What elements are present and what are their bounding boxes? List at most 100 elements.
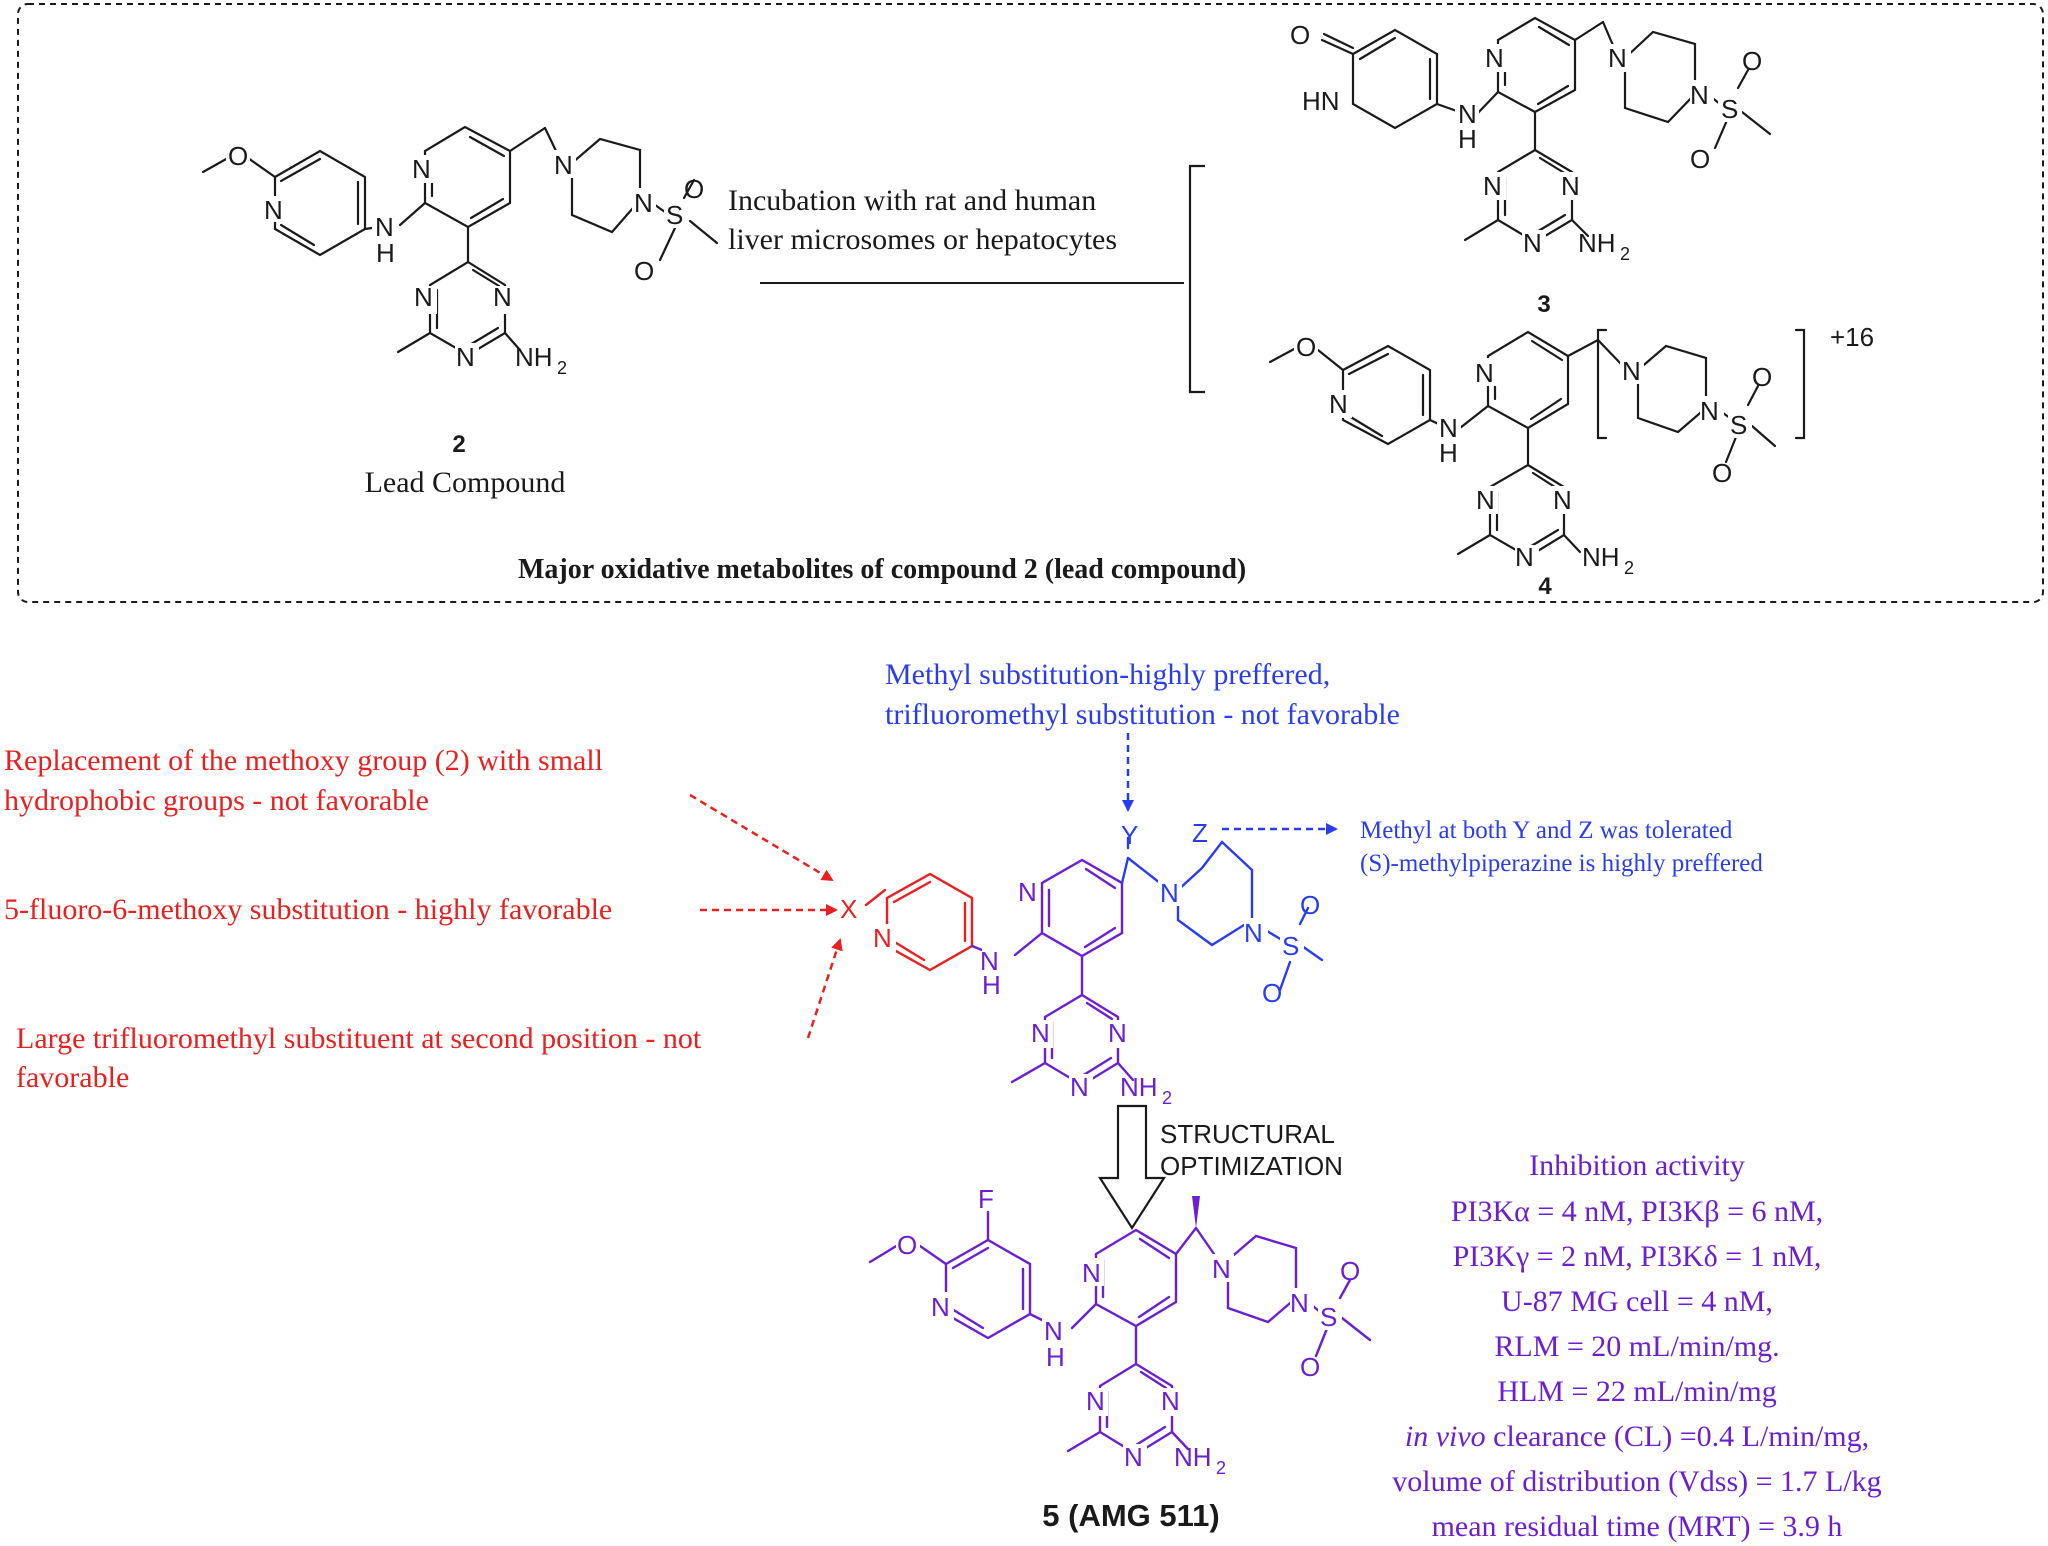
atom-O: O bbox=[1742, 46, 1762, 76]
atom-O: O bbox=[1300, 1352, 1320, 1382]
activity-line6-italic: in vivo bbox=[1405, 1420, 1486, 1453]
atom-S: S bbox=[1282, 931, 1299, 961]
atom-N: N bbox=[412, 154, 431, 184]
optimization-line1: STRUCTURAL bbox=[1160, 1119, 1335, 1149]
atom-NH2: NH bbox=[1582, 542, 1620, 572]
atom-O: O bbox=[634, 256, 654, 286]
box-caption: Major oxidative metabolites of compound … bbox=[518, 554, 1246, 585]
atom-S: S bbox=[1730, 410, 1747, 440]
product-bracket bbox=[1188, 164, 1205, 394]
atom-Z: Z bbox=[1192, 818, 1208, 848]
optimization-line2: OPTIMIZATION bbox=[1160, 1151, 1343, 1181]
atom-N: N bbox=[493, 282, 512, 312]
atom-N: N bbox=[1031, 1018, 1050, 1048]
atom-NH2: NH bbox=[1578, 228, 1616, 258]
activity-line6-rest: clearance (CL) =0.4 L/min/mg, bbox=[1486, 1420, 1869, 1453]
atom-N: N bbox=[554, 150, 573, 180]
lead-compound-structure bbox=[201, 125, 719, 357]
atom-N: N bbox=[1700, 396, 1719, 426]
atom-O: O bbox=[684, 174, 704, 204]
atom-N: N bbox=[1124, 1442, 1143, 1472]
atom-N: N bbox=[1108, 1018, 1127, 1048]
sar-scaffold-atoms: X N N H N Y Z N N S O O N N N NH 2 bbox=[838, 818, 1320, 1108]
amg511-atoms: F O N N H N N N S O O N N N NH 2 bbox=[896, 1184, 1360, 1478]
atom-N: N bbox=[1458, 99, 1477, 129]
metabolite-3-number: 3 bbox=[1537, 291, 1550, 318]
sar-blue-right-line1: Methyl at both Y and Z was tolerated bbox=[1360, 817, 1733, 844]
atom-O: O bbox=[1296, 332, 1316, 362]
amg511-structure bbox=[868, 1210, 1372, 1456]
atom-N: N bbox=[1476, 485, 1495, 515]
atom-N: N bbox=[1690, 80, 1709, 110]
atom-H: H bbox=[1458, 124, 1477, 154]
condition-text-line1: Incubation with rat and human bbox=[728, 184, 1096, 217]
metabolite-4-number: 4 bbox=[1538, 573, 1552, 600]
activity-line7: volume of distribution (Vdss) = 1.7 L/kg bbox=[1392, 1465, 1881, 1498]
atom-N: N bbox=[1483, 171, 1502, 201]
sar-red2: 5-fluoro-6-methoxy substitution - highly… bbox=[4, 893, 612, 926]
sar-blue-top-line2: trifluoromethyl substitution - not favor… bbox=[885, 698, 1400, 731]
atom-N: N bbox=[375, 212, 394, 242]
sar-scaffold-pyridine-red bbox=[864, 872, 974, 972]
atom-N: N bbox=[1160, 878, 1179, 908]
atom-S: S bbox=[1721, 94, 1738, 124]
activity-line1: PI3Kα = 4 nM, PI3Kβ = 6 nM, bbox=[1451, 1195, 1823, 1228]
atom-N: N bbox=[1485, 43, 1504, 73]
activity-block: Inhibition activity PI3Kα = 4 nM, PI3Kβ … bbox=[1392, 1149, 1881, 1543]
lead-compound-number: 2 bbox=[452, 431, 465, 458]
atom-N: N bbox=[264, 195, 283, 225]
atom-N: N bbox=[1244, 918, 1263, 948]
plus16-label: +16 bbox=[1830, 322, 1874, 352]
sar-scaffold-blue-part bbox=[1120, 836, 1324, 992]
atom-N: N bbox=[414, 282, 433, 312]
metabolite-4-atoms: O N N H N N N S O O N N N NH 2 bbox=[1294, 332, 1772, 578]
activity-line2: PI3Kγ = 2 nM, PI3Kδ = 1 nM, bbox=[1453, 1240, 1822, 1273]
activity-line5: HLM = 22 mL/min/mg bbox=[1497, 1375, 1776, 1408]
sar-red1-line1: Replacement of the methoxy group (2) wit… bbox=[4, 744, 603, 777]
atom-N: N bbox=[1018, 877, 1037, 907]
metabolite-3-structure bbox=[1320, 16, 1772, 244]
atom-O: O bbox=[1290, 20, 1310, 50]
sar-blue-top-line1: Methyl substitution-highly preffered, bbox=[885, 658, 1330, 691]
sar-red3-line2: favorable bbox=[16, 1061, 129, 1094]
atom-sub2: 2 bbox=[1162, 1088, 1172, 1108]
atom-NH2: NH bbox=[1120, 1072, 1158, 1102]
atom-N: N bbox=[456, 342, 475, 372]
activity-line6: in vivo clearance (CL) =0.4 L/min/mg, bbox=[1405, 1420, 1869, 1453]
atom-N: N bbox=[1622, 356, 1641, 386]
atom-N: N bbox=[980, 946, 999, 976]
metabolite-4-structure bbox=[1268, 328, 1806, 559]
atom-N: N bbox=[1608, 43, 1627, 73]
atom-N: N bbox=[1086, 1386, 1105, 1416]
atom-N: N bbox=[1070, 1072, 1089, 1102]
atom-N: N bbox=[634, 188, 653, 218]
atom-F: F bbox=[978, 1184, 994, 1214]
atom-N: N bbox=[1475, 358, 1494, 388]
atom-O: O bbox=[228, 141, 248, 171]
atom-sub2: 2 bbox=[1624, 558, 1634, 578]
optimization-arrow bbox=[1097, 1104, 1167, 1231]
atom-O: O bbox=[1300, 890, 1320, 920]
atom-sub2: 2 bbox=[557, 358, 567, 378]
sar-red1-line2: hydrophobic groups - not favorable bbox=[4, 784, 429, 817]
red-arrow-3 bbox=[806, 938, 843, 1039]
atom-O: O bbox=[1340, 1256, 1360, 1286]
metabolite-box bbox=[17, 3, 2044, 603]
atom-O: O bbox=[1690, 144, 1710, 174]
metabolite-3-atoms: O HN N H N N N S O O N N N NH 2 bbox=[1290, 20, 1762, 264]
lead-compound-atoms: O N N H N N N S O O N N N NH 2 bbox=[226, 141, 704, 378]
atom-O: O bbox=[1262, 978, 1282, 1008]
atom-N: N bbox=[931, 1292, 950, 1322]
atom-H: H bbox=[1439, 438, 1458, 468]
atom-HN: HN bbox=[1302, 86, 1340, 116]
atom-sub2: 2 bbox=[1216, 1458, 1226, 1478]
atom-N: N bbox=[1329, 389, 1348, 419]
atom-NH2: NH bbox=[1174, 1442, 1212, 1472]
sar-blue-right-line2: (S)-methylpiperazine is highly preffered bbox=[1360, 850, 1763, 877]
lead-compound-name: Lead Compound bbox=[365, 466, 566, 499]
atom-H: H bbox=[982, 970, 1001, 1000]
atom-N: N bbox=[1439, 413, 1458, 443]
activity-line4: RLM = 20 mL/min/mg. bbox=[1494, 1330, 1779, 1363]
condition-text-line2: liver microsomes or hepatocytes bbox=[728, 223, 1117, 256]
